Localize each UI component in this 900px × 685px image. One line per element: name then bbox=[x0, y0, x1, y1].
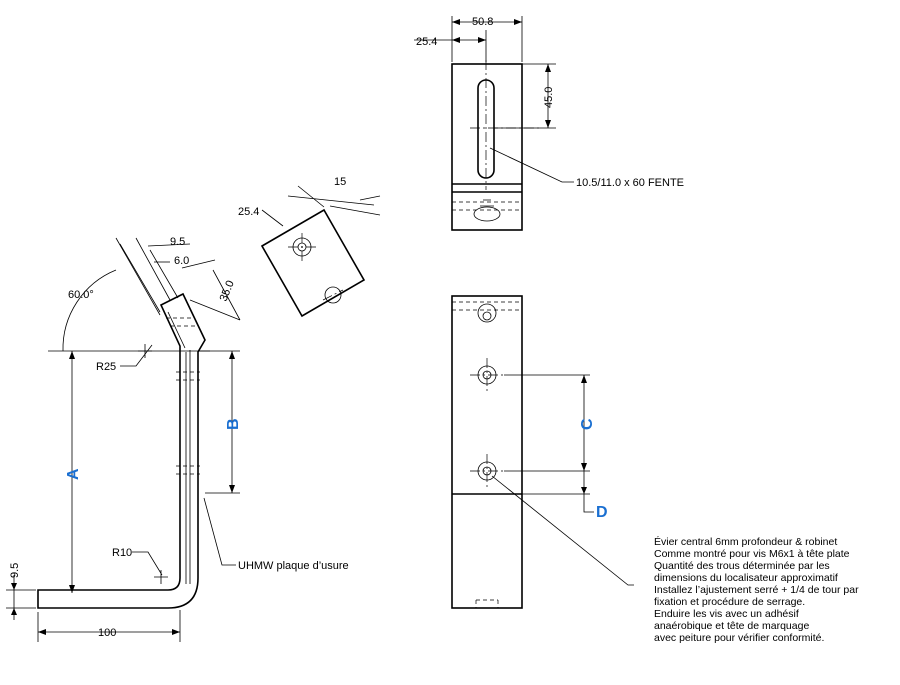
r25-callout: R25 bbox=[96, 344, 153, 373]
hidden-hole-1 bbox=[176, 371, 200, 381]
assembly-note: Évier central 6mm profondeur & robinet C… bbox=[654, 535, 859, 644]
dim-9-5-top: 9.5 bbox=[170, 236, 185, 248]
dim-45-0: 45.0 bbox=[543, 87, 555, 108]
dim-25-4-top: 25.4 bbox=[416, 36, 437, 48]
note-line-8: anaérobique et tête de marquage bbox=[654, 620, 809, 632]
dim-25-4-side: 25.4 bbox=[238, 206, 259, 218]
bottom-right-view: C D bbox=[451, 295, 634, 609]
hidden-hole-2 bbox=[176, 465, 200, 475]
bracket-outline bbox=[37, 292, 206, 609]
dim-6-0: 6.0 bbox=[174, 255, 189, 267]
r10-callout: R10 bbox=[112, 547, 168, 584]
dim-b: B bbox=[198, 350, 242, 494]
dim-a: A bbox=[65, 351, 82, 593]
dim-100: 100 bbox=[37, 610, 181, 642]
wear-plate-line bbox=[185, 350, 191, 584]
slot-label: 10.5/11.0 x 60 FENTE bbox=[576, 177, 684, 189]
dim-100-label: 100 bbox=[98, 627, 116, 639]
note-line-1: Évier central 6mm profondeur & robinet bbox=[654, 535, 837, 548]
dim-35-0: 35.0 bbox=[218, 279, 237, 303]
note-line-5: Installez l’ajustement serré + 1/4 de to… bbox=[654, 584, 859, 596]
r10-label: R10 bbox=[112, 547, 132, 559]
note-line-4: dimensions du localisateur approximatif bbox=[654, 572, 838, 584]
slot-outline bbox=[477, 79, 495, 179]
note-line-7: Enduire les vis avec un adhésif bbox=[654, 608, 799, 620]
note-line-3: Quantité des trous déterminée par les bbox=[654, 560, 830, 572]
r25-label: R25 bbox=[96, 361, 116, 373]
top-right-view: 50.8 25.4 45.0 10.5/11.0 x 60 FENTE bbox=[414, 16, 684, 231]
label-c: C bbox=[579, 418, 596, 430]
label-d: D bbox=[596, 504, 608, 521]
uhmw-label: UHMW plaque d’usure bbox=[238, 560, 349, 572]
label-b: B bbox=[225, 418, 242, 430]
angle-dimension: 60.0° bbox=[48, 237, 210, 352]
label-a: A bbox=[65, 468, 82, 480]
rotated-plate-view: 25.4 15 bbox=[238, 176, 381, 318]
note-line-9: avec peiture pour vérifier conformité. bbox=[654, 632, 824, 644]
top-small-dimensions: 9.5 6.0 35.0 bbox=[119, 236, 241, 321]
dim-15: 15 bbox=[334, 176, 346, 188]
angle-label: 60.0° bbox=[68, 289, 94, 301]
dim-50-8: 50.8 bbox=[472, 16, 493, 28]
dim-9-5-left: 9.5 bbox=[6, 563, 36, 620]
side-profile bbox=[37, 292, 206, 609]
note-line-6: fixation et procédure de serrage. bbox=[654, 596, 805, 608]
note-line-2: Comme montré pour vis M6x1 à tête plate bbox=[654, 548, 850, 560]
dim-9-5-left-label: 9.5 bbox=[9, 563, 21, 578]
uhmw-callout: UHMW plaque d’usure bbox=[203, 497, 349, 572]
